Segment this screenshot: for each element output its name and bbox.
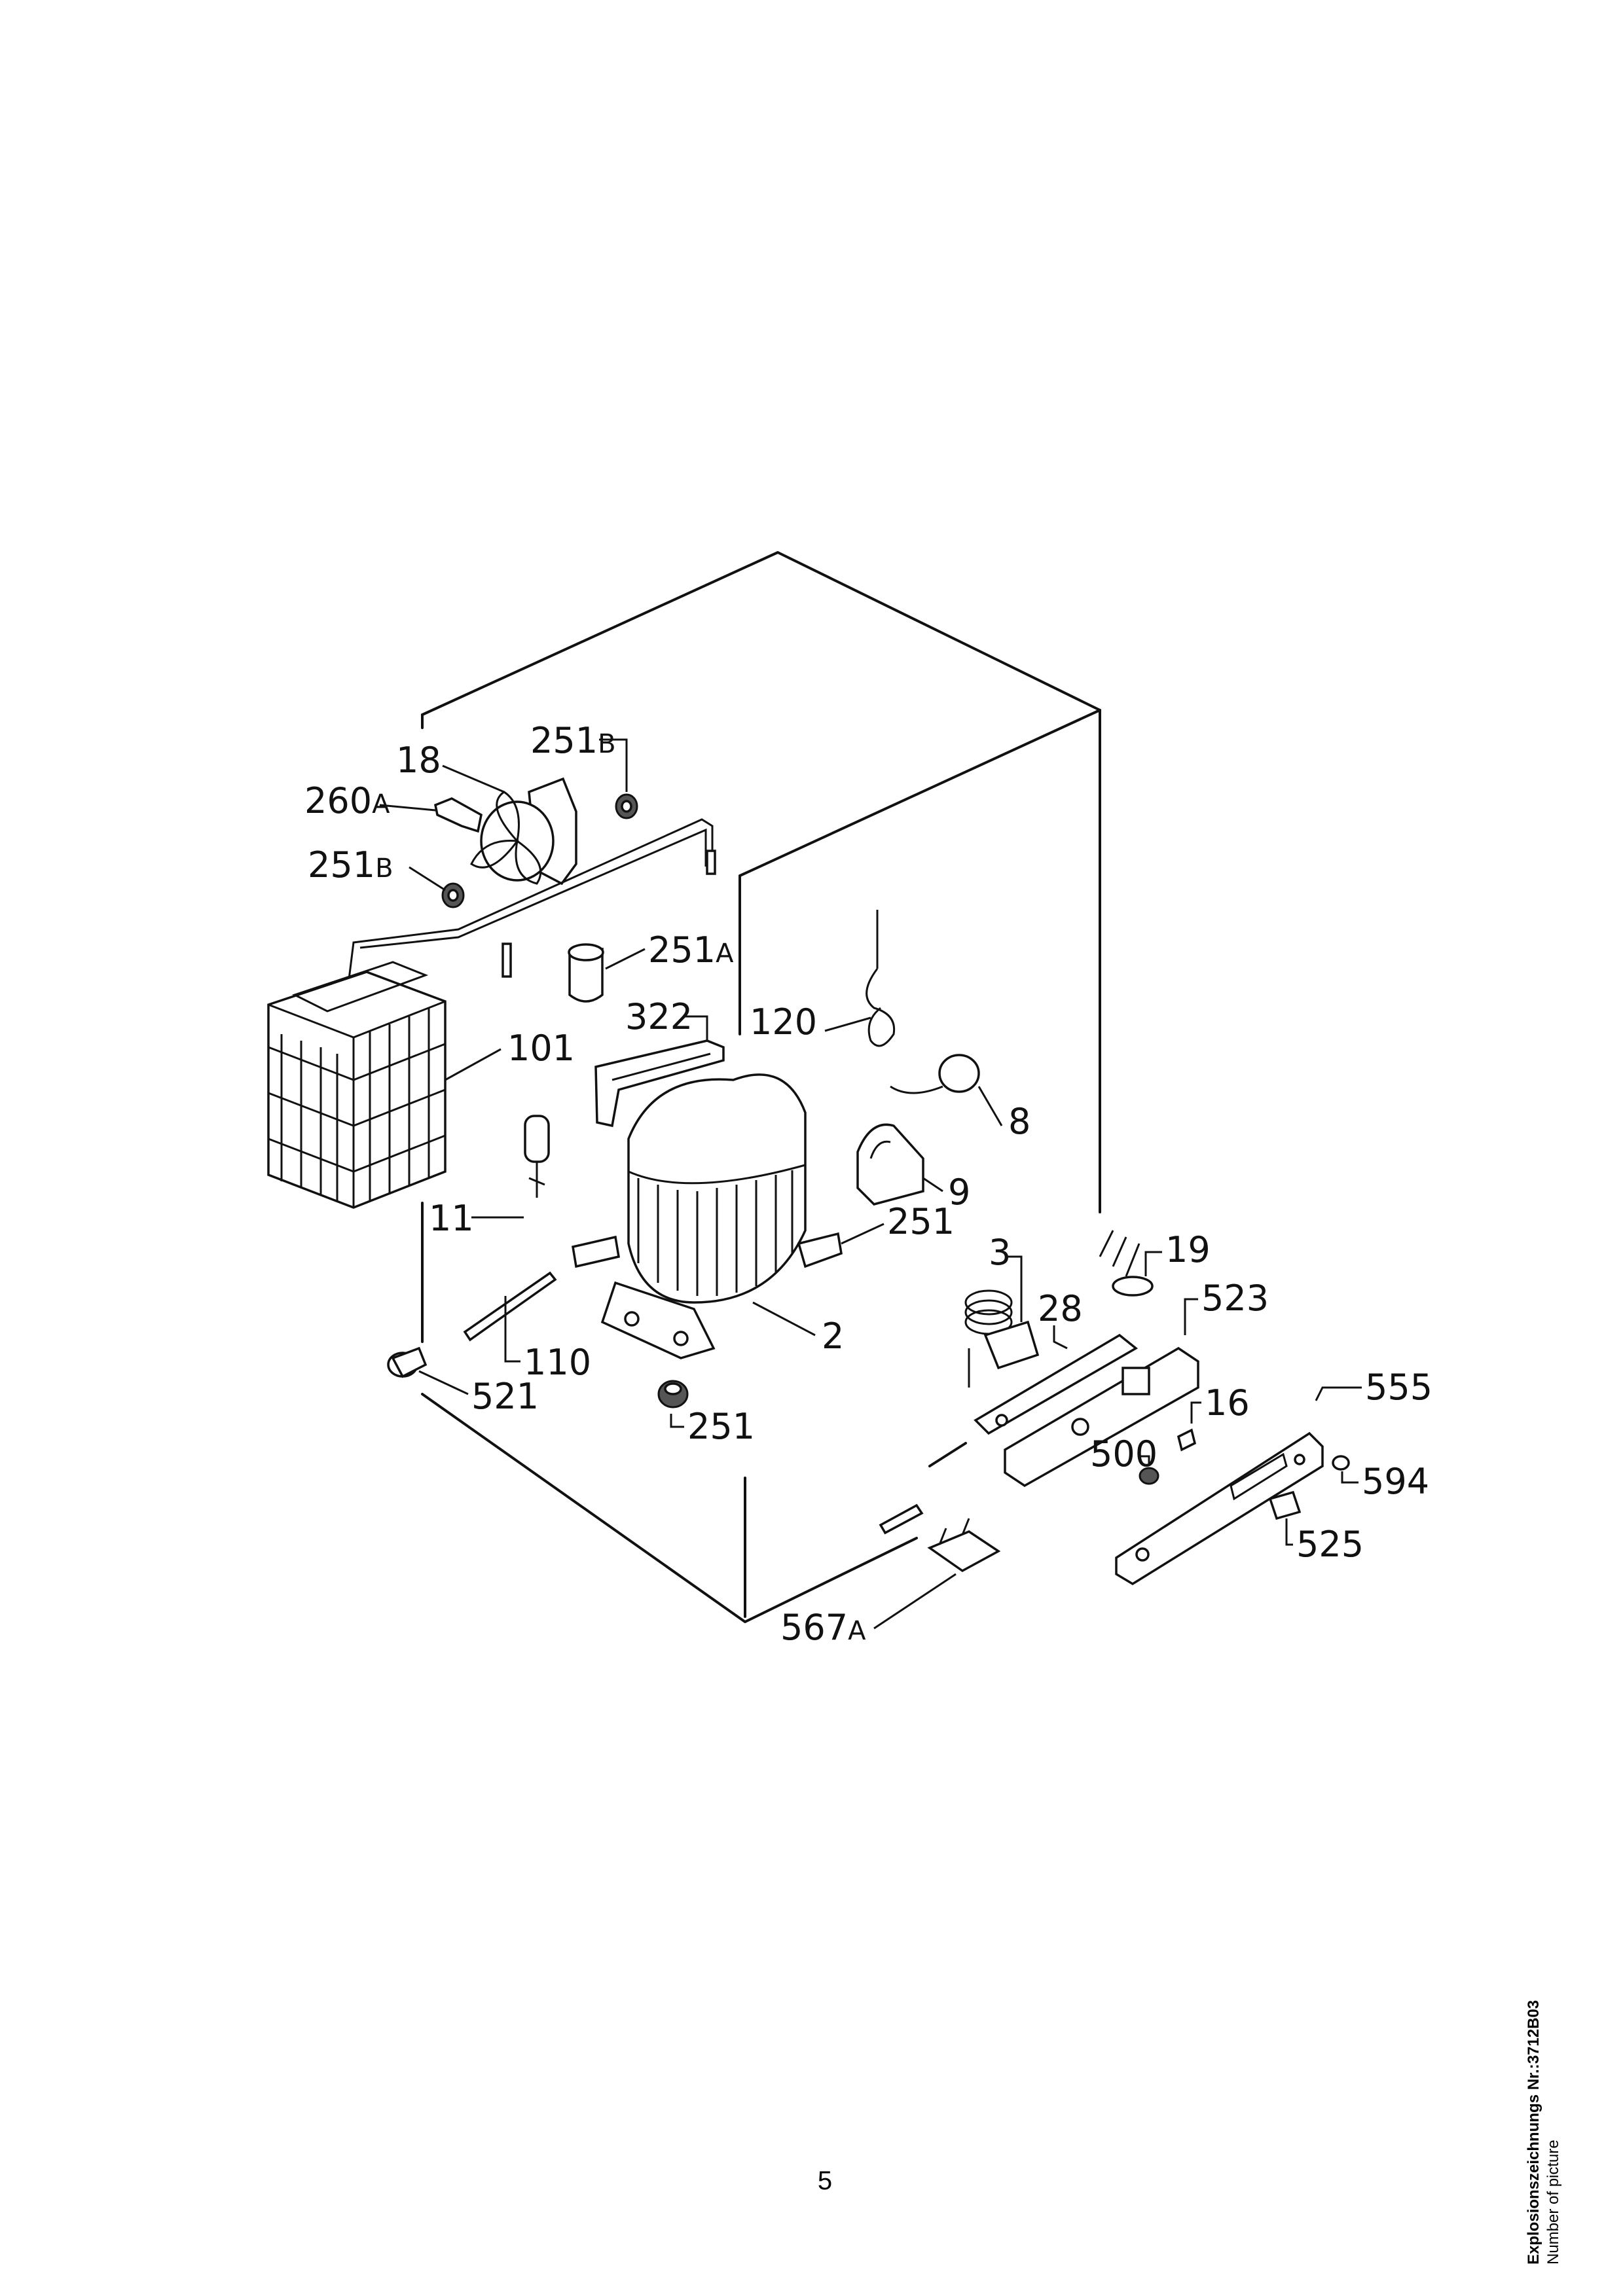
rubber-grommet-left (441, 882, 465, 908)
callout-521: 521 (471, 1376, 539, 1417)
condenser-wire (346, 818, 716, 996)
callout-251a: 251A (648, 929, 734, 971)
callout-260a: 260A (304, 780, 390, 821)
callout-8: 8 (1008, 1101, 1030, 1142)
lamp-holder (1099, 1230, 1154, 1297)
compressor-foot-grommet (657, 1380, 689, 1408)
callout-500: 500 (1090, 1433, 1158, 1475)
control-panel-frame (974, 1333, 1199, 1488)
callout-251b-top: 251B (530, 720, 616, 761)
drain-grommet (568, 943, 604, 1003)
power-inlet (387, 1346, 428, 1378)
callout-525: 525 (1296, 1524, 1364, 1565)
indicator-lens (1332, 1455, 1350, 1471)
fan-motor (470, 777, 577, 886)
cabinet-outline (421, 551, 1101, 1623)
sensor-tube (879, 1503, 924, 1535)
callout-3: 3 (989, 1232, 1011, 1273)
callout-110: 110 (524, 1342, 591, 1383)
callout-322: 322 (625, 996, 693, 1037)
fan-bracket (433, 797, 483, 833)
callout-9: 9 (948, 1172, 970, 1213)
callout-251b-left: 251B (308, 844, 393, 886)
drawing-number-de: Explosionszeichnungs Nr.:3712B03 (1525, 2000, 1542, 2265)
callout-555: 555 (1365, 1367, 1432, 1408)
callout-11: 11 (429, 1198, 474, 1239)
callout-120: 120 (750, 1001, 817, 1043)
switch-knob (1176, 1428, 1197, 1452)
callout-251-right: 251 (887, 1201, 955, 1242)
callout-594: 594 (1362, 1461, 1429, 1502)
screw (1139, 1467, 1159, 1485)
capacitor (524, 1115, 550, 1198)
callout-19: 19 (1165, 1229, 1211, 1270)
drawing-number-en: Number of picture (1544, 2140, 1562, 2265)
callout-101: 101 (507, 1028, 575, 1069)
callout-251-bottom: 251 (687, 1406, 755, 1447)
switch (1268, 1490, 1302, 1520)
filter-dryer-tube (463, 1271, 557, 1342)
callout-28: 28 (1038, 1288, 1083, 1329)
thermostat-sensor (866, 910, 896, 1047)
thermostat (964, 1289, 1040, 1388)
callout-567a: 567A (780, 1607, 866, 1648)
leader-lines (379, 738, 1362, 1630)
terminal-block (927, 1518, 1001, 1573)
callout-523: 523 (1201, 1278, 1269, 1319)
relay-connector (890, 1054, 980, 1094)
rubber-grommet-top (615, 793, 638, 819)
drawing-number-label: Explosionszeichnungs Nr.:3712B03 Number … (1524, 2000, 1563, 2265)
callout-2: 2 (822, 1316, 844, 1357)
callout-16: 16 (1205, 1382, 1250, 1424)
thermal-protector (856, 1123, 924, 1206)
compressor-bracket (594, 1039, 725, 1128)
callout-18: 18 (396, 740, 441, 781)
compressor (572, 1073, 843, 1359)
control-panel-cover (1115, 1431, 1324, 1586)
page-number: 5 (817, 2166, 833, 2195)
wire-basket (267, 961, 447, 1209)
